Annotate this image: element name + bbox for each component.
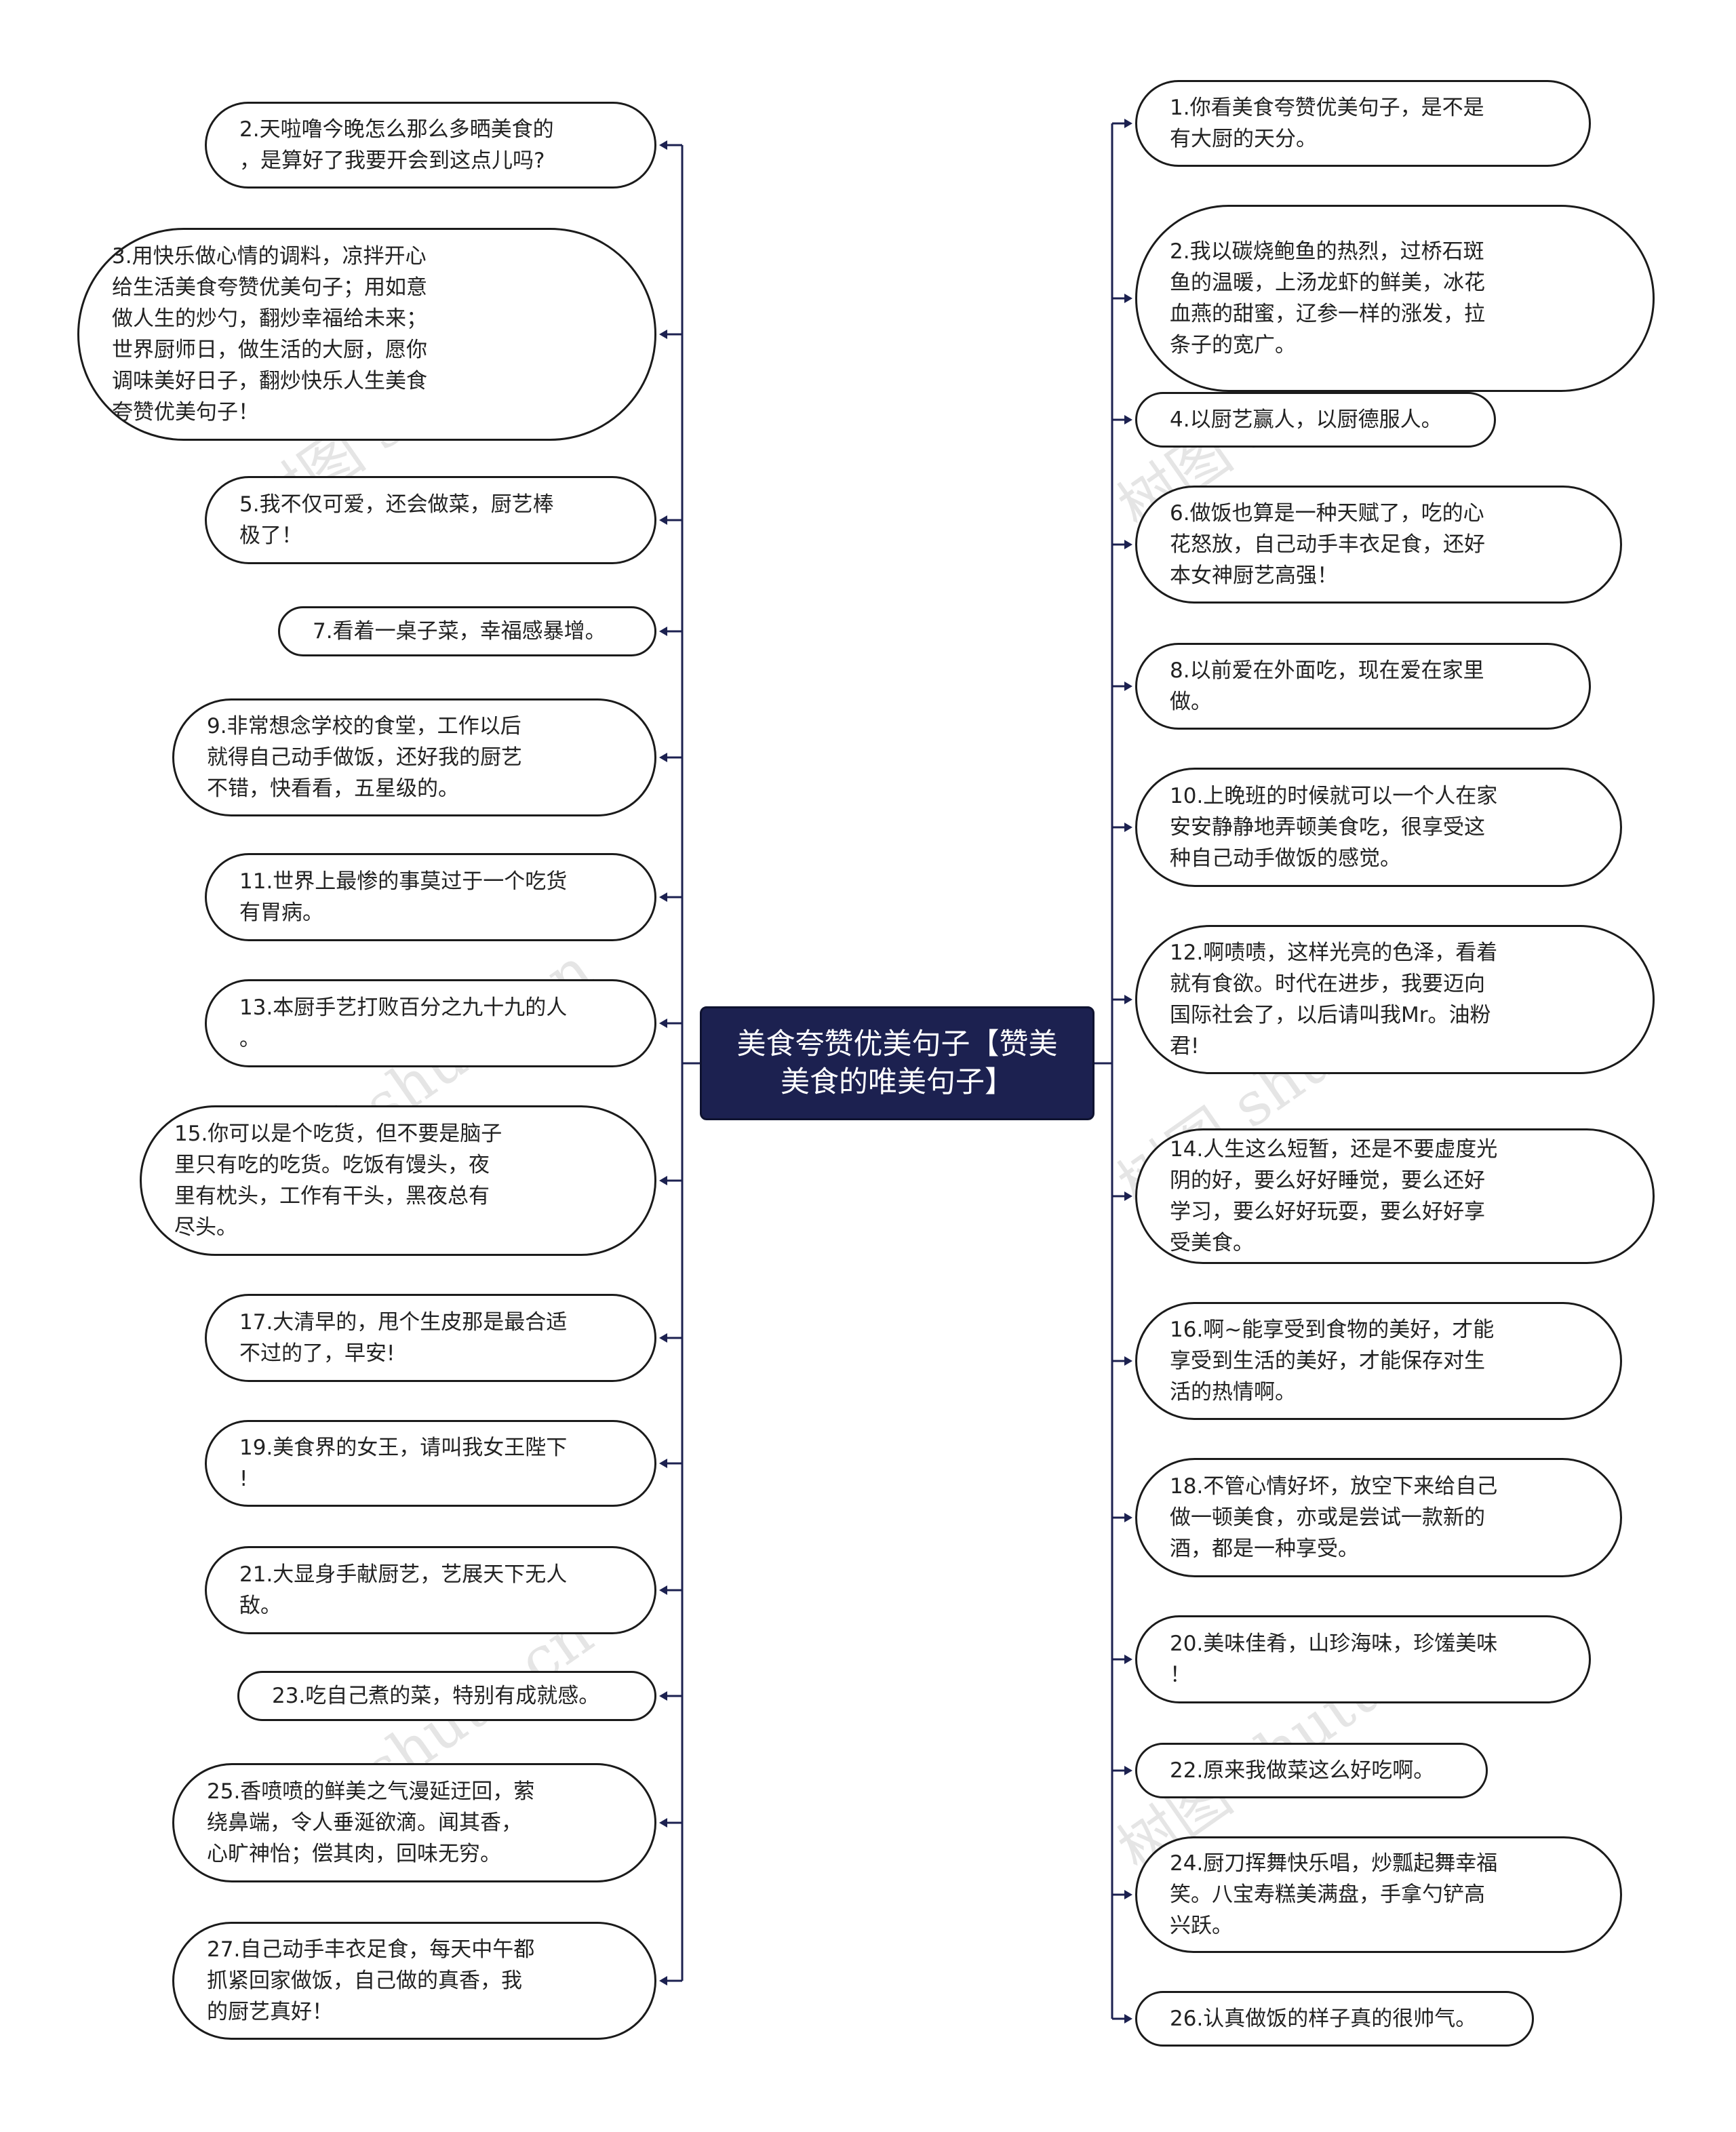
left-link-arrow (659, 330, 667, 339)
right-node-text: 4.以厨艺赢人，以厨德服人。 (1170, 408, 1442, 432)
left-node-text: 2.天啦噜今晚怎么那么多晒美食的 ，是算好了我要开会到这点儿吗? (239, 117, 554, 173)
left-link-arrow (659, 1976, 667, 1986)
left-node-n5[interactable]: 5.我不仅可爱，还会做菜，厨艺棒 极了！ (205, 476, 656, 564)
left-node-n3[interactable]: 3.用快乐做心情的调料，凉拌开心 给生活美食夸赞优美句子；用如意 做人生的炒勺，… (77, 228, 656, 441)
right-node-text: 18.不管心情好坏，放空下来给自己 做一顿美食，亦或是尝试一款新的 酒，都是一种… (1170, 1474, 1498, 1561)
right-link-arrow (1124, 682, 1132, 691)
right-node-n18[interactable]: 18.不管心情好坏，放空下来给自己 做一顿美食，亦或是尝试一款新的 酒，都是一种… (1135, 1458, 1622, 1577)
right-link-arrow (1124, 1655, 1132, 1664)
left-node-text: 19.美食界的女王，请叫我女王陛下 ! (239, 1436, 568, 1491)
left-node-n13[interactable]: 13.本厨手艺打败百分之九十九的人 。 (205, 979, 656, 1067)
right-node-n2r[interactable]: 2.我以碳烧鲍鱼的热烈，过桥石斑 鱼的温暖，上汤龙虾的鲜美，冰花 血燕的甜蜜，辽… (1135, 205, 1655, 392)
right-link-arrow (1124, 1513, 1132, 1522)
right-node-text: 2.我以碳烧鲍鱼的热烈，过桥石斑 鱼的温暖，上汤龙虾的鲜美，冰花 血燕的甜蜜，辽… (1170, 239, 1485, 357)
right-node-n26[interactable]: 26.认真做饭的样子真的很帅气。 (1135, 1991, 1534, 2047)
left-node-n2[interactable]: 2.天啦噜今晚怎么那么多晒美食的 ，是算好了我要开会到这点儿吗? (205, 102, 656, 189)
right-link-arrow (1124, 1191, 1132, 1201)
left-link-arrow (659, 1691, 667, 1701)
left-link-arrow (659, 1818, 667, 1828)
right-node-n22[interactable]: 22.原来我做菜这么好吃啊。 (1135, 1743, 1488, 1798)
right-node-text: 1.你看美食夸赞优美句子，是不是 有大厨的天分。 (1170, 96, 1484, 151)
right-node-text: 8.以前爱在外面吃，现在爱在家里 做。 (1170, 658, 1484, 714)
left-node-n7[interactable]: 7.看着一桌子菜，幸福感暴增。 (278, 606, 656, 656)
right-node-text: 20.美味佳肴，山珍海味，珍馐美味 ！ (1170, 1632, 1498, 1687)
left-node-text: 27.自己动手丰衣足食，每天中午都 抓紧回家做饭，自己做的真香，我 的厨艺真好！ (207, 1937, 535, 2024)
right-link-arrow (1124, 823, 1132, 832)
right-node-text: 14.人生这么短暂，还是不要虚度光 阴的好，要么好好睡觉，要么还好 学习，要么好… (1170, 1137, 1498, 1255)
right-node-n10[interactable]: 10.上晚班的时候就可以一个人在家 安安静静地弄顿美食吃，很享受这 种自己动手做… (1135, 768, 1622, 887)
left-link-arrow (659, 140, 667, 150)
left-link-arrow (659, 1585, 667, 1595)
left-node-text: 3.用快乐做心情的调料，凉拌开心 给生活美食夸赞优美句子；用如意 做人生的炒勺，… (112, 244, 427, 425)
right-link-arrow (1124, 415, 1132, 425)
left-node-text: 23.吃自己煮的菜，特别有成就感。 (272, 1684, 600, 1708)
right-node-n16[interactable]: 16.啊~能享受到食物的美好，才能 享受到生活的美好，才能保存对生 活的热情啊。 (1135, 1302, 1622, 1420)
right-link-arrow (1124, 1766, 1132, 1775)
right-link-arrow (1124, 119, 1132, 128)
left-link-arrow (659, 1019, 667, 1028)
left-node-text: 15.你可以是个吃货，但不要是脑子 里只有吃的吃货。吃饭有馒头，夜 里有枕头，工… (174, 1122, 502, 1240)
right-node-text: 16.啊~能享受到食物的美好，才能 享受到生活的美好，才能保存对生 活的热情啊。 (1170, 1318, 1495, 1404)
right-link-arrow (1124, 995, 1132, 1004)
right-node-text: 26.认真做饭的样子真的很帅气。 (1170, 2007, 1477, 2031)
left-link-arrow (659, 892, 667, 902)
right-link-arrow (1124, 1890, 1132, 1899)
left-node-n11[interactable]: 11.世界上最惨的事莫过于一个吃货 有胃病。 (205, 853, 656, 941)
left-node-text: 25.香喷喷的鲜美之气漫延迂回，萦 绕鼻端，令人垂涎欲滴。闻其香， 心旷神怡；偿… (207, 1779, 535, 1866)
right-node-text: 6.做饭也算是一种天赋了，吃的心 花怒放，自己动手丰衣足食，还好 本女神厨艺高强… (1170, 501, 1485, 588)
right-node-text: 22.原来我做菜这么好吃啊。 (1170, 1758, 1435, 1783)
right-node-n14[interactable]: 14.人生这么短暂，还是不要虚度光 阴的好，要么好好睡觉，要么还好 学习，要么好… (1135, 1128, 1655, 1264)
right-node-text: 24.厨刀挥舞快乐唱，炒瓢起舞幸福 笑。八宝寿糕美满盘，手拿勺铲高 兴跃。 (1170, 1851, 1498, 1938)
left-node-text: 21.大显身手献厨艺，艺展天下无人 敌。 (239, 1562, 568, 1618)
right-link-arrow (1124, 1356, 1132, 1366)
left-node-text: 9.非常想念学校的食堂，工作以后 就得自己动手做饭，还好我的厨艺 不错，快看看，… (207, 714, 522, 801)
left-node-n25[interactable]: 25.香喷喷的鲜美之气漫延迂回，萦 绕鼻端，令人垂涎欲滴。闻其香， 心旷神怡；偿… (172, 1763, 656, 1882)
left-node-n15[interactable]: 15.你可以是个吃货，但不要是脑子 里只有吃的吃货。吃饭有馒头，夜 里有枕头，工… (140, 1105, 656, 1256)
left-link-arrow (659, 1459, 667, 1468)
right-node-text: 10.上晚班的时候就可以一个人在家 安安静静地弄顿美食吃，很享受这 种自己动手做… (1170, 784, 1498, 871)
left-node-text: 5.我不仅可爱，还会做菜，厨艺棒 极了！ (239, 492, 554, 548)
left-node-text: 17.大清早的，甩个生皮那是最合适 不过的了，早安! (239, 1310, 568, 1366)
left-node-text: 13.本厨手艺打败百分之九十九的人 。 (239, 995, 568, 1051)
right-node-n12[interactable]: 12.啊啧啧，这样光亮的色泽，看着 就有食欲。时代在进步，我要迈向 国际社会了，… (1135, 925, 1655, 1074)
right-node-n1[interactable]: 1.你看美食夸赞优美句子，是不是 有大厨的天分。 (1135, 80, 1591, 167)
right-node-n6[interactable]: 6.做饭也算是一种天赋了，吃的心 花怒放，自己动手丰衣足食，还好 本女神厨艺高强… (1135, 486, 1622, 604)
root-topic-label: 美食夸赞优美句子【赞美 美食的唯美句子】 (736, 1027, 1058, 1099)
left-node-n23[interactable]: 23.吃自己煮的菜，特别有成就感。 (237, 1671, 656, 1721)
left-link-arrow (659, 753, 667, 762)
right-node-n8[interactable]: 8.以前爱在外面吃，现在爱在家里 做。 (1135, 643, 1591, 730)
left-node-n21[interactable]: 21.大显身手献厨艺，艺展天下无人 敌。 (205, 1546, 656, 1634)
right-node-n4[interactable]: 4.以厨艺赢人，以厨德服人。 (1135, 392, 1496, 448)
left-link-arrow (659, 1176, 667, 1185)
root-topic[interactable]: 美食夸赞优美句子【赞美 美食的唯美句子】 (700, 1006, 1094, 1120)
left-node-n19[interactable]: 19.美食界的女王，请叫我女王陛下 ! (205, 1420, 656, 1507)
left-node-n9[interactable]: 9.非常想念学校的食堂，工作以后 就得自己动手做饭，还好我的厨艺 不错，快看看，… (172, 698, 656, 816)
right-node-text: 12.啊啧啧，这样光亮的色泽，看着 就有食欲。时代在进步，我要迈向 国际社会了，… (1170, 941, 1498, 1059)
right-link-arrow (1124, 540, 1132, 549)
left-link-arrow (659, 627, 667, 636)
left-link-arrow (659, 515, 667, 525)
right-link-arrow (1124, 2014, 1132, 2024)
left-link-arrow (659, 1333, 667, 1343)
left-node-n17[interactable]: 17.大清早的，甩个生皮那是最合适 不过的了，早安! (205, 1294, 656, 1382)
left-node-text: 11.世界上最惨的事莫过于一个吃货 有胃病。 (239, 869, 568, 925)
left-node-n27[interactable]: 27.自己动手丰衣足食，每天中午都 抓紧回家做饭，自己做的真香，我 的厨艺真好！ (172, 1922, 656, 2040)
right-link-arrow (1124, 294, 1132, 303)
right-node-n24[interactable]: 24.厨刀挥舞快乐唱，炒瓢起舞幸福 笑。八宝寿糕美满盘，手拿勺铲高 兴跃。 (1135, 1836, 1622, 1953)
left-node-text: 7.看着一桌子菜，幸福感暴增。 (313, 619, 606, 644)
right-node-n20[interactable]: 20.美味佳肴，山珍海味，珍馐美味 ！ (1135, 1615, 1591, 1703)
